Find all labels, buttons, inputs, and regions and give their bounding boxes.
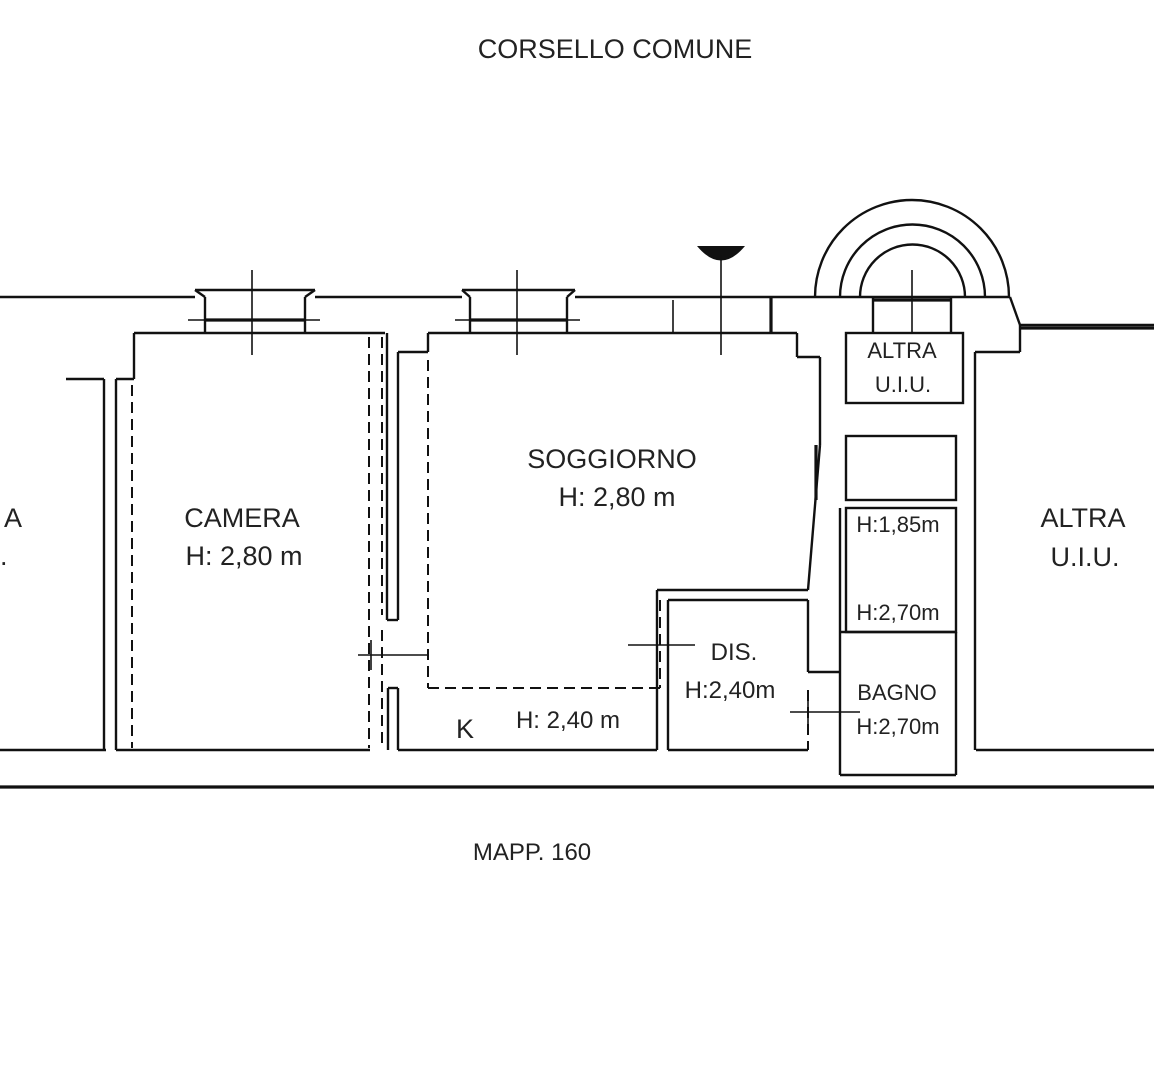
altra-right-line2: U.I.U. xyxy=(1050,542,1119,572)
dis-walls xyxy=(628,598,840,750)
vent-icon xyxy=(697,246,745,355)
left-room-label-1: A xyxy=(4,503,22,533)
window-soggiorno xyxy=(455,270,580,355)
window-camera xyxy=(188,270,320,355)
altra-top-line2: U.I.U. xyxy=(875,372,931,397)
altra-right-line1: ALTRA xyxy=(1040,503,1125,533)
bagno-name: BAGNO xyxy=(857,680,936,705)
arch-window xyxy=(813,198,1011,333)
plan-title: CORSELLO COMUNE xyxy=(478,34,753,64)
camera-walls xyxy=(114,331,428,750)
dis-name: DIS. xyxy=(711,639,758,666)
camera-name: CAMERA xyxy=(184,503,300,533)
soggiorno-name: SOGGIORNO xyxy=(527,444,697,474)
bagno-height: H:2,70m xyxy=(856,714,939,739)
soggiorno-height: H: 2,80 m xyxy=(558,482,675,512)
left-room-walls xyxy=(66,377,106,750)
kitchen-name: K xyxy=(456,714,474,744)
plan-footer: MAPP. 160 xyxy=(473,839,591,866)
altra-top-line1: ALTRA xyxy=(867,338,937,363)
h185-label: H:1,85m xyxy=(856,512,939,537)
h270-upper-label: H:2,70m xyxy=(856,600,939,625)
camera-height: H: 2,80 m xyxy=(185,541,302,571)
left-room-label-2: . xyxy=(0,541,8,571)
dis-height: H:2,40m xyxy=(685,677,776,704)
outer-wall-top xyxy=(0,295,1154,330)
service-block-walls xyxy=(790,295,1022,777)
kitchen-height: H: 2,40 m xyxy=(516,707,620,734)
soggiorno-walls xyxy=(426,297,822,750)
outer-wall-bottom xyxy=(0,748,1154,789)
